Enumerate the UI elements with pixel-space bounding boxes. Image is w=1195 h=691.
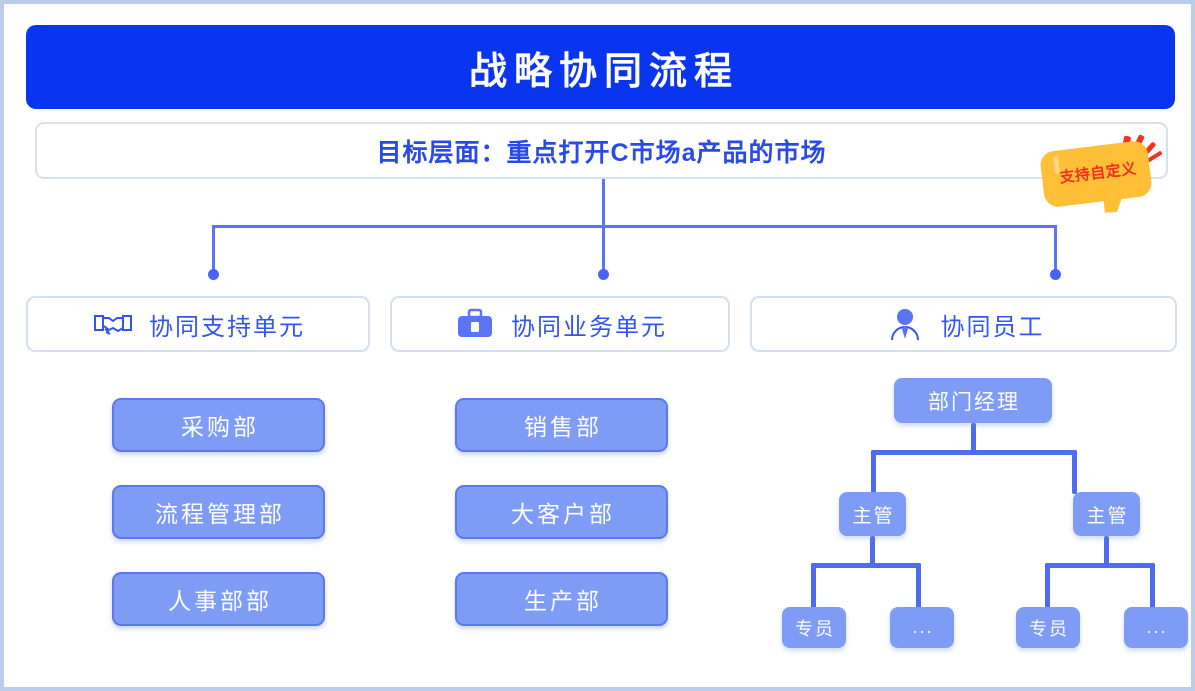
- category-label: 协同支持单元: [149, 313, 305, 341]
- dept-button[interactable]: 采购部: [112, 398, 325, 452]
- category-employee[interactable]: 协同员工: [750, 296, 1177, 352]
- connector-stem: [602, 179, 605, 227]
- tree-line-right-supervisor-stem: [1104, 536, 1109, 566]
- connector-dot-left: [208, 269, 219, 280]
- page-title: 战略协同流程: [468, 50, 739, 93]
- dept-button[interactable]: 流程管理部: [112, 485, 325, 539]
- tree-line-left-supervisor-bar: [811, 563, 921, 568]
- connector-dot-right: [1050, 269, 1061, 280]
- goal-to-categories-connector: [4, 179, 1191, 294]
- tree-line-manager-stem: [971, 423, 976, 454]
- org-node-staff[interactable]: 专员: [782, 607, 846, 648]
- dept-button[interactable]: 人事部部: [112, 572, 325, 626]
- category-label: 协同业务单元: [511, 313, 667, 341]
- org-node-more[interactable]: ...: [1124, 607, 1188, 648]
- category-support-unit[interactable]: 协同支持单元: [26, 296, 370, 352]
- tree-line-manager-drop-left: [871, 450, 876, 494]
- connector-drop-left: [212, 225, 215, 273]
- category-label: 协同员工: [940, 313, 1045, 341]
- tree-line-left-drop-2: [916, 563, 921, 609]
- diagram-title-bar: 战略协同流程: [26, 25, 1175, 109]
- tree-line-manager-drop-right: [1072, 450, 1077, 494]
- dept-button[interactable]: 生产部: [455, 572, 668, 626]
- org-node-supervisor-left[interactable]: 主管: [839, 492, 906, 536]
- connector-drop-middle: [602, 225, 605, 273]
- org-node-manager[interactable]: 部门经理: [894, 378, 1052, 423]
- briefcase-icon: [453, 306, 497, 342]
- org-node-more[interactable]: ...: [890, 607, 954, 648]
- connector-horizontal-bar: [212, 225, 1057, 228]
- connector-dot-middle: [598, 269, 609, 280]
- tree-line-left-supervisor-stem: [870, 536, 875, 566]
- goal-level-bar[interactable]: 目标层面：重点打开C市场a产品的市场: [35, 122, 1168, 179]
- employee-icon: [883, 306, 927, 342]
- handshake-icon: [91, 306, 135, 342]
- goal-level-text: 目标层面：重点打开C市场a产品的市场: [376, 138, 827, 167]
- tree-line-right-drop-1: [1045, 563, 1050, 609]
- employee-org-tree: 部门经理 主管 主管 专员 ... 专员 ...: [750, 364, 1188, 664]
- org-node-staff[interactable]: 专员: [1016, 607, 1080, 648]
- tree-line-right-drop-2: [1150, 563, 1155, 609]
- org-node-supervisor-right[interactable]: 主管: [1073, 492, 1140, 536]
- tree-line-manager-bar: [871, 450, 1077, 455]
- connector-drop-right: [1054, 225, 1057, 273]
- category-business-unit[interactable]: 协同业务单元: [390, 296, 730, 352]
- tree-line-left-drop-1: [811, 563, 816, 609]
- tree-line-right-supervisor-bar: [1045, 563, 1155, 568]
- dept-button[interactable]: 大客户部: [455, 485, 668, 539]
- dept-button[interactable]: 销售部: [455, 398, 668, 452]
